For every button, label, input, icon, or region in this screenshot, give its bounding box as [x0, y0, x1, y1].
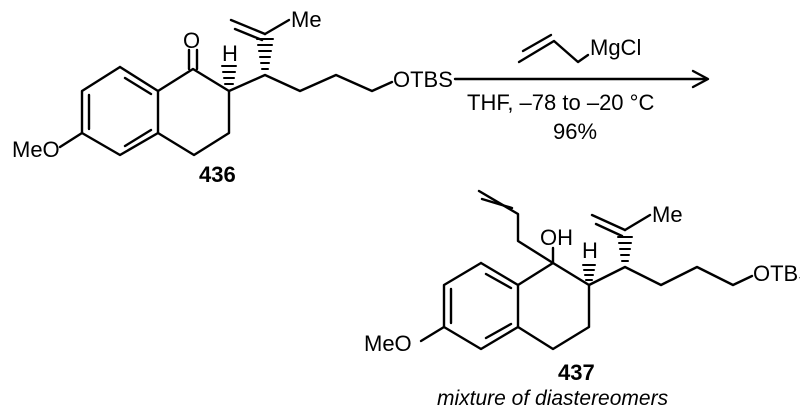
cyclohexanone-ring-436	[156, 67, 231, 157]
allyl-group-reagent	[517, 39, 590, 64]
meo-label-436: MeO	[12, 137, 60, 162]
compound-436-structure: O H Me OTBS MeO 436	[12, 7, 453, 187]
me-label-437: Me	[652, 202, 683, 227]
grignard-label: MgCl	[590, 35, 641, 60]
meo-label-437: MeO	[364, 331, 412, 356]
otbs-label-437: OTBS	[753, 261, 800, 286]
h-label-436: H	[222, 41, 238, 66]
hashed-wedge-isopropenyl-436	[256, 38, 274, 70]
reaction-arrow-head	[691, 69, 710, 89]
carbonyl-o-label-436: O	[183, 28, 200, 53]
side-chain-436	[227, 73, 394, 93]
isopropenyl-alkene-436	[229, 18, 267, 36]
otbs-label-436: OTBS	[393, 67, 453, 92]
hashed-wedge-isopropenyl-437	[617, 236, 633, 262]
h-label-437: H	[582, 238, 598, 263]
reaction-arrow-group: MgCl THF, –78 to –20 °C 96%	[453, 33, 710, 144]
hashed-wedge-h-437	[582, 264, 596, 281]
diastereomer-note: mixture of diastereomers	[437, 387, 669, 410]
reaction-yield: 96%	[553, 119, 597, 144]
methoxy-bond-437	[419, 325, 446, 343]
allyl-group-437	[477, 189, 555, 265]
isopropenyl-alkene-437	[590, 213, 627, 232]
compound-number-436: 436	[199, 162, 236, 187]
isopropenyl-methyl-bond-436	[263, 18, 291, 36]
cyclohexanol-ring-437	[516, 261, 591, 351]
methoxy-bond-436	[58, 131, 84, 149]
aromatic-ring-436	[80, 65, 160, 157]
compound-437-structure: OH H Me OTBS MeO 437 mixture of diastere…	[364, 189, 800, 410]
aromatic-ring-437	[442, 261, 520, 351]
hashed-wedge-h-436	[221, 65, 237, 85]
reaction-conditions: THF, –78 to –20 °C	[467, 90, 654, 115]
isopropenyl-methyl-bond-437	[623, 213, 652, 232]
side-chain-437	[587, 265, 754, 287]
oh-label-437: OH	[540, 225, 573, 250]
me-label-436: Me	[291, 7, 322, 32]
compound-number-437: 437	[558, 360, 595, 385]
